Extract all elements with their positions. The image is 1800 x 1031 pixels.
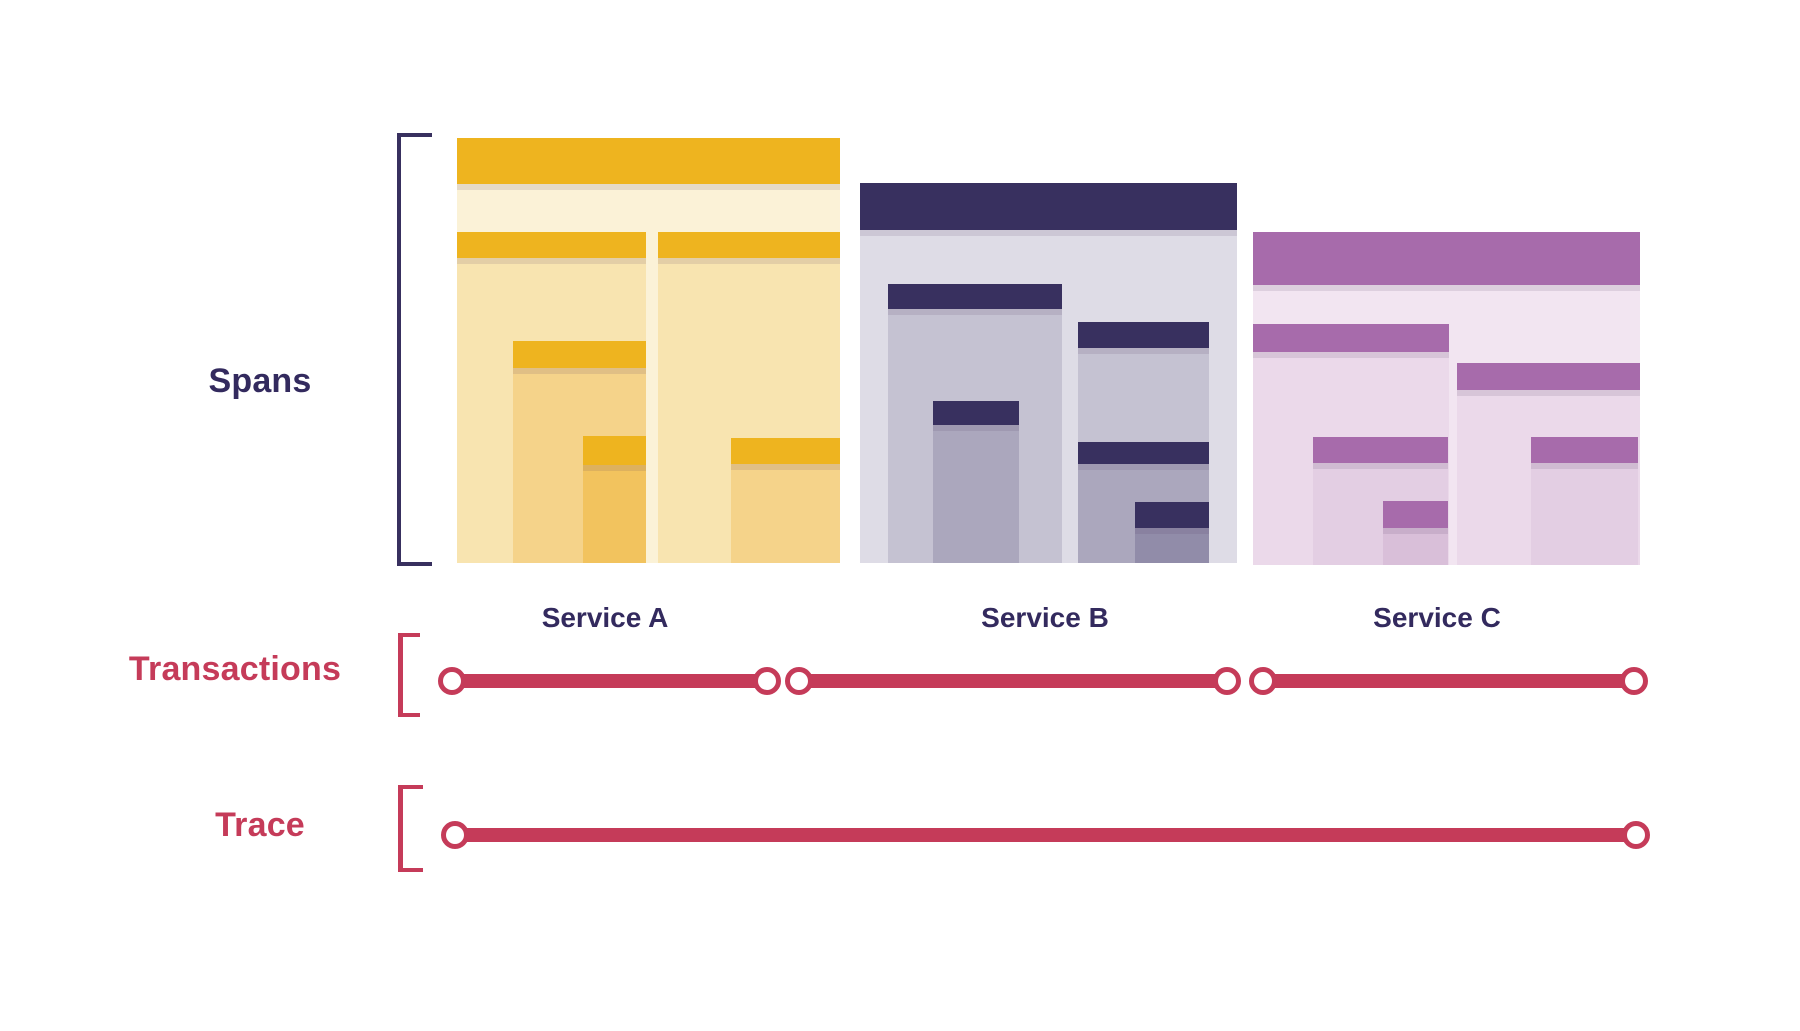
transaction-3-end-circle bbox=[1620, 667, 1648, 695]
transaction-3-start-circle bbox=[1249, 667, 1277, 695]
service-c-grandchild-right-body bbox=[1531, 463, 1638, 565]
trace-end-circle bbox=[1622, 821, 1650, 849]
transaction-3-line bbox=[1263, 674, 1634, 688]
service-a-grandchild-right-body bbox=[731, 464, 840, 563]
service-b-label: Service B bbox=[981, 602, 1109, 633]
service-c-span-bar bbox=[1253, 324, 1449, 352]
transactions-label: Transactions bbox=[128, 650, 342, 688]
service-a-label: Service A bbox=[541, 602, 669, 633]
service-c-span-bar bbox=[1531, 437, 1638, 463]
service-a-span-bar bbox=[583, 436, 646, 465]
trace-bracket bbox=[398, 785, 423, 872]
service-b-span-bar bbox=[1078, 322, 1209, 348]
service-a-span-bar bbox=[658, 232, 840, 258]
service-b-span-bar bbox=[933, 401, 1019, 425]
transaction-1-end-circle bbox=[753, 667, 781, 695]
service-a-span-bar bbox=[513, 341, 646, 368]
transactions-bracket bbox=[398, 633, 420, 717]
service-a-span-bar bbox=[457, 232, 646, 258]
transaction-2-end-circle bbox=[1213, 667, 1241, 695]
service-c-span-bar bbox=[1383, 501, 1448, 528]
service-b-great-grandchild-body bbox=[1135, 528, 1209, 563]
service-c-span-bar bbox=[1313, 437, 1448, 463]
service-c-label: Service C bbox=[1373, 602, 1501, 633]
service-c-great-grandchild-body bbox=[1383, 528, 1448, 565]
service-b-span-bar bbox=[1135, 502, 1209, 528]
transaction-1-line bbox=[452, 674, 767, 688]
transaction-1-start-circle bbox=[438, 667, 466, 695]
service-c-span-bar bbox=[1457, 363, 1640, 390]
service-b-span-bar bbox=[1078, 442, 1209, 464]
service-c-root-span-bar bbox=[1253, 232, 1640, 285]
trace-start-circle bbox=[441, 821, 469, 849]
service-a-span-bar bbox=[731, 438, 840, 464]
spans-label: Spans bbox=[208, 362, 312, 400]
transaction-2-line bbox=[799, 674, 1227, 688]
service-b-root-span-bar bbox=[860, 183, 1237, 230]
service-a-root-span-bar bbox=[457, 138, 840, 184]
service-b-span-bar bbox=[888, 284, 1062, 309]
trace-label: Trace bbox=[215, 806, 305, 844]
transaction-2-start-circle bbox=[785, 667, 813, 695]
service-b-grandchild-left-body bbox=[933, 425, 1019, 563]
spans-bracket bbox=[397, 133, 432, 566]
service-a-great-grandchild-body bbox=[583, 465, 646, 563]
trace-line bbox=[455, 828, 1636, 842]
